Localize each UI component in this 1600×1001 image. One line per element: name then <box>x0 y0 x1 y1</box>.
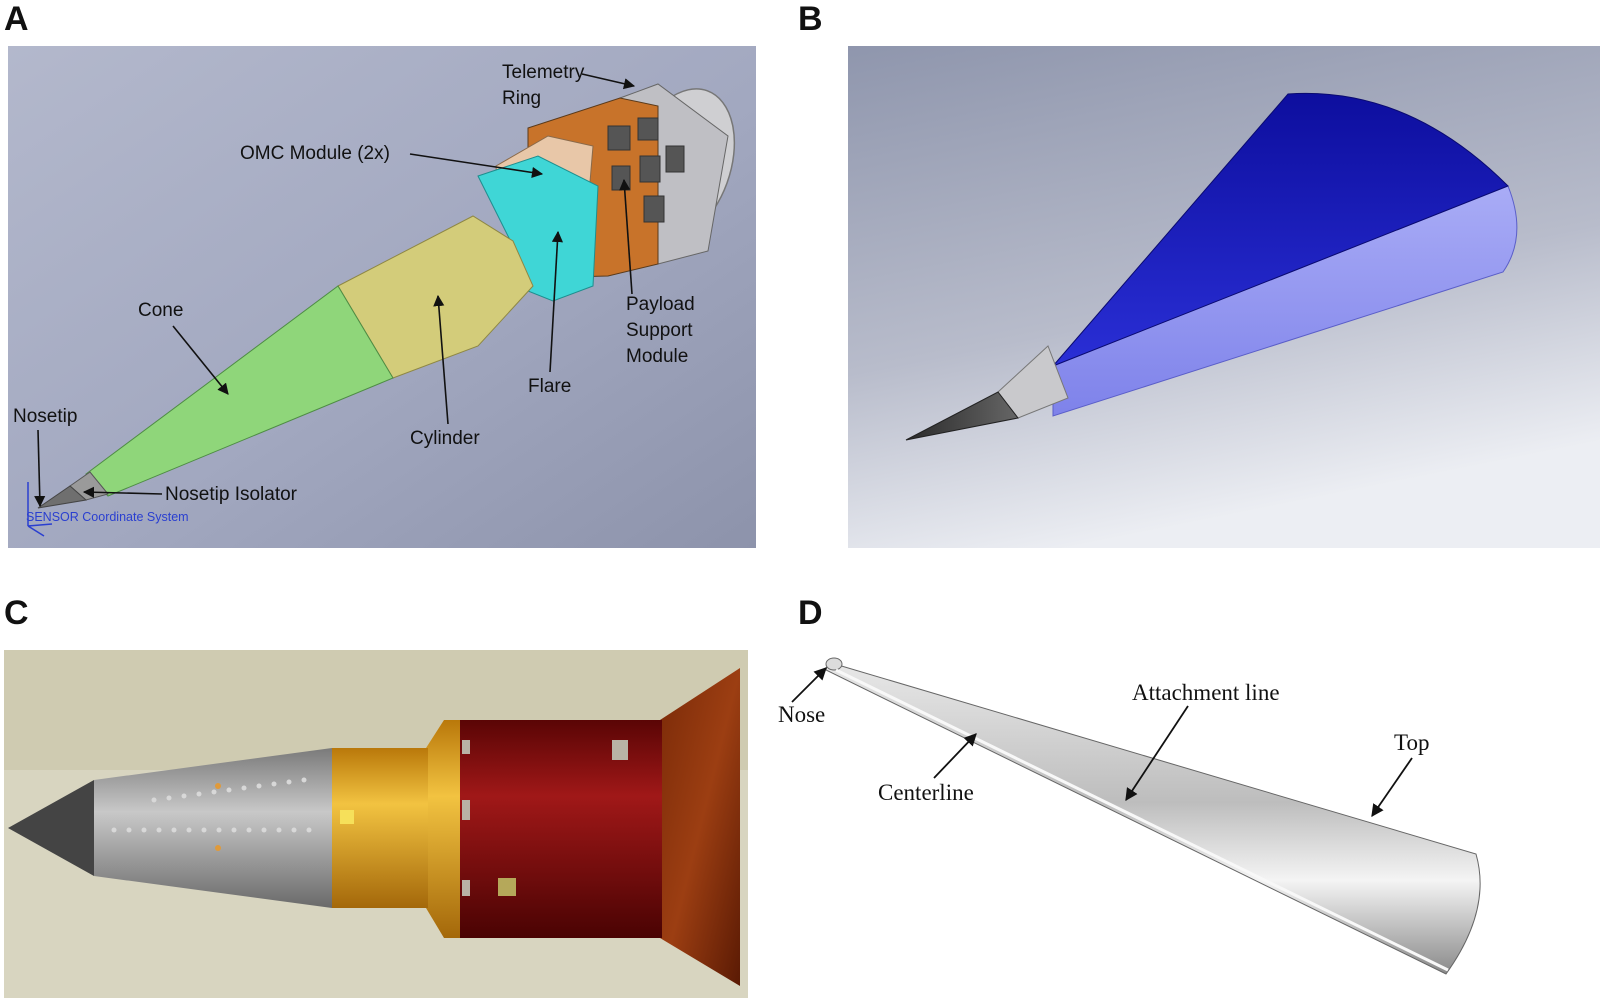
panel-a-vehicle-cad: SENSOR Coordinate System Telemetry Ring … <box>8 46 756 548</box>
label-nosetip: Nosetip <box>13 406 77 427</box>
arrow-payload-support <box>619 178 633 295</box>
label-nose: Nose <box>778 702 825 727</box>
arrow-cylinder <box>433 294 449 425</box>
cone-body <box>825 657 1481 975</box>
wing-upper-surface <box>1052 92 1509 367</box>
panel-letter-a: A <box>4 0 29 38</box>
cone-orange-ports <box>215 783 221 851</box>
arrow-nosetip <box>34 429 46 508</box>
coordinate-system-label: SENSOR Coordinate System <box>26 510 189 524</box>
gold-marker-2 <box>340 810 354 824</box>
steel-cone-section <box>94 748 332 908</box>
arrow-cone <box>172 325 229 395</box>
arrow-centerline <box>933 733 977 779</box>
label-payload-line2: Support <box>626 320 693 341</box>
panel-c-vehicle-side-view <box>4 650 748 998</box>
cone-surface <box>825 661 1481 975</box>
nozzle-end <box>660 668 740 986</box>
cone-port-dots <box>111 777 312 833</box>
centerline-highlight <box>835 668 1449 972</box>
panel-letter-d: D <box>798 594 823 632</box>
label-payload-line3: Module <box>626 346 688 367</box>
cone-nose-tip <box>825 657 843 671</box>
arrow-top <box>1371 757 1413 818</box>
label-omc-module: OMC Module (2x) <box>240 143 390 164</box>
label-cylinder: Cylinder <box>410 428 480 449</box>
label-attachment-line: Attachment line <box>1132 680 1280 705</box>
wing-lower-surface <box>1052 185 1518 417</box>
side-view-vehicle <box>8 668 740 986</box>
arrow-flare <box>549 230 564 373</box>
label-payload-line1: Payload <box>626 294 695 315</box>
label-telemetry-ring-line1: Telemetry <box>502 62 585 83</box>
side-nosetip <box>8 780 94 876</box>
arrow-attachment-line <box>1125 705 1189 802</box>
arrow-telemetry-ring <box>581 73 636 90</box>
wing-body <box>905 92 1518 441</box>
panel-d-cone-surface-lines: Nose Centerline Attachment line Top <box>778 657 1481 975</box>
coordinate-system-icon <box>27 482 53 537</box>
gold-flare-ring <box>426 720 460 938</box>
label-top: Top <box>1394 730 1429 755</box>
gold-marker <box>498 878 516 896</box>
arrow-omc-module <box>409 153 544 179</box>
label-nosetip-isolator: Nosetip Isolator <box>165 484 298 505</box>
gold-cylinder-section <box>332 748 428 908</box>
label-telemetry-ring-line2: Ring <box>502 88 541 109</box>
arrow-nosetip-isolator <box>82 486 163 498</box>
panel-letter-b: B <box>798 0 823 38</box>
label-cone: Cone <box>138 300 183 321</box>
red-body-section <box>458 720 662 938</box>
wing-nosetip <box>905 391 1019 441</box>
nosetip-shape <box>37 485 88 509</box>
label-flare: Flare <box>528 376 571 397</box>
red-section-windows <box>462 740 628 896</box>
label-centerline: Centerline <box>878 780 974 805</box>
panel-b-wing-render <box>848 46 1600 548</box>
panel-letter-c: C <box>4 594 29 632</box>
arrow-nose <box>791 667 827 703</box>
